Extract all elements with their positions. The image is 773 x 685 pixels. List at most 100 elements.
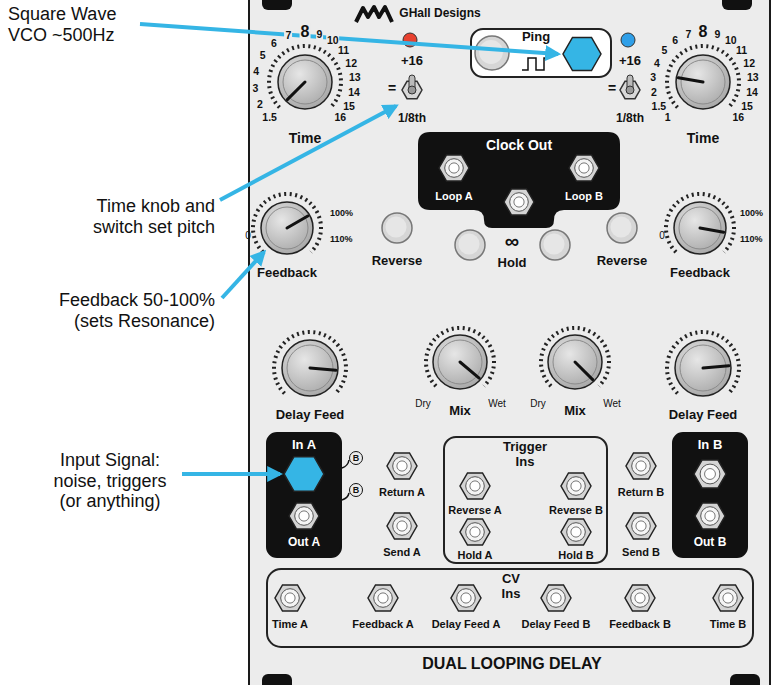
normal-arrow [342,493,349,500]
jack-label: Feedback B [609,618,671,631]
jack-ring [701,507,720,526]
scale-mark: 0 [245,230,251,242]
jack-hole [723,593,733,603]
knob-label: Delay Feed [669,408,738,423]
switch-label: = [608,80,616,96]
jack-nut [289,503,319,529]
scale-number: 3 [649,71,657,83]
jack-hole [397,521,407,531]
node-heading: Clock Out [486,137,552,153]
jack-label: Return A [379,486,425,499]
jack-hole [461,593,471,603]
jack-label: Reverse B [549,504,603,517]
scale-number: 7 [685,28,693,40]
scale-number: 13 [348,71,362,83]
mount-slot [730,674,760,685]
scale-number: 13 [746,71,760,83]
jack-ring [632,457,651,476]
node-heading: Trigger Ins [494,440,556,470]
scale-mark: Dry [530,398,546,410]
logo [356,7,392,22]
mount-slot [262,0,292,10]
normal-marker: B [349,483,363,497]
knob [676,55,730,109]
knob [433,335,487,389]
scale-number: 16 [732,111,746,123]
brand-name: GHall Designs [399,7,480,21]
jack-label: Time A [272,618,308,631]
knob-label: Time [687,130,719,146]
scale-number: 2 [650,86,658,98]
push-button-cap [611,217,632,238]
knob-label: Feedback [257,266,317,281]
switch-label: +16 [619,54,641,69]
scale-number: 11 [735,44,748,56]
callout-text: Square Wave VCO ~500Hz [8,4,133,45]
jack-ring [281,589,300,608]
jack-hole [378,593,388,603]
scale-number: 15 [740,100,754,112]
scale-mark: 110% [330,234,353,244]
push-button-cap [544,234,565,255]
scale-mark: 100% [330,208,353,218]
panel-face [249,0,770,685]
node-shape [471,29,611,77]
jack-label: Feedback A [352,618,413,631]
jack-hole [705,469,716,480]
jack-ring [393,517,412,536]
leader-arrow [220,106,396,200]
jack-nut [460,519,490,545]
jack-label: Delay Feed B [521,618,590,631]
input-band: In BOut B [672,432,748,558]
scale-number: 6 [671,34,679,46]
push-button-cap [459,234,480,255]
trigger-box: Trigger InsReverse AReverse BHold AHold … [443,436,608,564]
jack-label: Return B [618,486,664,499]
jack-hole [636,461,646,471]
scale-number: 14 [745,86,759,98]
jack-hole [571,527,581,537]
node-heading: CV Ins [494,572,528,602]
knob [675,340,731,396]
jack-nut [439,155,469,181]
jack-nut [694,460,726,488]
scale-number: 5 [660,44,668,56]
jack-label: Loop B [565,190,603,203]
callout-text: Time knob and switch set pitch [65,196,215,237]
led-red [403,33,417,47]
jack-nut [713,585,743,611]
scale-number: 16 [334,111,348,123]
cv-box: CV InsTime A Feedback A Delay Feed A Delay … [266,568,754,648]
jack-hole [470,481,480,491]
node-shape [418,132,620,228]
jack-nut [504,189,534,215]
leader-arrow [182,472,280,476]
jack-label: Out B [694,536,727,550]
normal-marker: B [349,451,363,465]
knob [278,55,332,109]
ping-box: Ping [470,28,612,78]
scale-number: 1.5 [261,111,278,123]
scale-number: 12 [742,57,756,69]
knob-pointer [703,366,729,368]
jack-hole [514,197,524,207]
jack-ring [295,507,314,526]
jack-label: Delay Feed A [432,618,501,631]
scale-number: 9 [714,28,722,40]
jack-ring [510,193,529,212]
knob-cap [553,340,597,384]
jack-nut [695,503,725,529]
scale-number: 5 [259,49,267,61]
button-label: Reverse [597,254,648,269]
jack-hole [635,593,645,603]
button-label: ∞ [505,230,519,253]
jack-ring [575,159,594,178]
button-label: Hold [498,256,527,271]
jack-ring [466,523,485,542]
knob [282,340,338,396]
jack-hole [705,511,715,521]
switch-label: 1/8th [398,112,426,126]
knob-label: Time [289,130,321,146]
highlighted-jack [284,457,324,492]
push-button-cap [479,40,503,64]
